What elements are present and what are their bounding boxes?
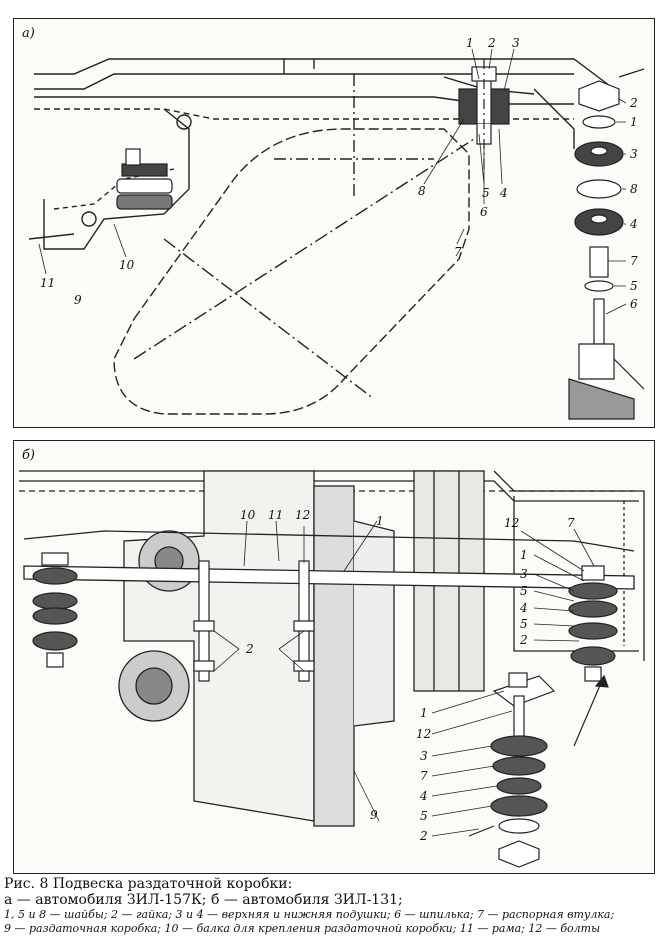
callout-a-6: 6 <box>480 205 488 219</box>
exploded-b-12: 12 <box>416 727 431 741</box>
callouts-b <box>213 520 595 837</box>
exploded-a-3: 3 <box>630 147 638 161</box>
caption-legend-line-1: 1, 5 и 8 — шайбы; 2 — гайка; 3 и 4 — вер… <box>4 908 615 921</box>
figure-caption: Рис. 8 Подвеска раздаточной коробки: а —… <box>4 876 662 936</box>
callout-a-11: 11 <box>40 276 55 290</box>
callout-b-7: 7 <box>567 516 575 530</box>
callout-a-9: 9 <box>74 293 82 307</box>
castle-nut <box>578 80 620 112</box>
panel-a-drawing: а) <box>22 26 645 420</box>
callout-b-left-2: 2 <box>245 642 254 656</box>
caption-title: Рис. 8 Подвеска раздаточной коробки: <box>4 876 293 892</box>
callout-a-7: 7 <box>454 245 462 259</box>
callout-b-12: 12 <box>295 508 310 522</box>
callout-b-right-2: 2 <box>519 633 528 647</box>
callout-labels-a: 1 2 3 8 5 4 6 7 9 10 11 2 1 3 8 4 7 5 6 <box>40 36 638 311</box>
callout-b-right-5a: 5 <box>520 584 528 598</box>
exploded-a-4: 4 <box>629 217 638 231</box>
right-mount-assembly <box>458 59 510 169</box>
callout-a-4: 4 <box>499 186 508 200</box>
panel-b-label: б) <box>22 448 35 463</box>
panel-a-label: а) <box>22 26 35 41</box>
exploded-b-3: 3 <box>420 749 428 763</box>
callout-b-right-1: 1 <box>520 548 528 562</box>
callout-a-5: 5 <box>482 186 490 200</box>
beam-bolts <box>193 560 315 682</box>
exploded-a-7: 7 <box>630 254 638 268</box>
callout-b-right-5b: 5 <box>520 617 528 631</box>
panel-b-drawing: б) <box>19 448 645 868</box>
exploded-b-5: 5 <box>420 809 428 823</box>
exploded-a-1: 1 <box>630 115 638 129</box>
callout-a-1: 1 <box>466 36 474 50</box>
washer-5 <box>584 280 614 292</box>
transfer-case <box>113 74 475 415</box>
lower-cushion-b <box>496 777 542 795</box>
left-bracket <box>28 108 192 250</box>
callout-b-12-right: 12 <box>504 516 519 530</box>
exploded-a-6: 6 <box>630 297 638 311</box>
exploded-b-2: 2 <box>419 829 428 843</box>
bolt-head <box>508 672 528 688</box>
callout-a-3: 3 <box>512 36 520 50</box>
exploded-b-1: 1 <box>420 706 428 720</box>
stud <box>593 298 605 345</box>
callout-b-11: 11 <box>268 508 283 522</box>
frame-rail <box>34 58 615 149</box>
caption-legend-line-2: 9 — раздаточная коробка; 10 — балка для … <box>4 922 601 935</box>
callout-b-right-3: 3 <box>520 567 528 581</box>
left-cushion-stack <box>32 552 78 668</box>
callout-a-10: 10 <box>119 258 135 272</box>
exploded-b-4: 4 <box>419 789 428 803</box>
callouts-a <box>38 48 627 315</box>
exploded-parts-a <box>568 68 645 420</box>
right-cushion-stack <box>568 565 618 682</box>
callout-labels-b: 10 11 12 1 12 7 1 3 5 4 5 2 2 1 12 3 7 4… <box>240 508 575 843</box>
callout-b-9: 9 <box>370 808 378 822</box>
panel-a-zil-157k: а) <box>13 18 655 428</box>
panel-b-zil-131: б) <box>13 440 655 874</box>
callout-b-right-4: 4 <box>519 601 528 615</box>
exploded-b-7: 7 <box>420 769 428 783</box>
callout-b-1: 1 <box>376 514 384 528</box>
mounting-beam <box>23 530 635 590</box>
exploded-a-5: 5 <box>630 279 638 293</box>
left-mount <box>116 148 173 210</box>
exploded-parts-b <box>468 672 609 868</box>
caption-subtitle: а — автомобиля ЗИЛ-157К; б — автомобиля … <box>4 892 403 908</box>
callout-b-10: 10 <box>240 508 256 522</box>
upper-cushion-b <box>490 735 548 757</box>
washer-8 <box>576 179 622 199</box>
callout-a-8: 8 <box>418 184 426 198</box>
washer-b <box>498 818 540 834</box>
spacer-sleeve <box>589 246 609 278</box>
exploded-a-8: 8 <box>630 182 638 196</box>
exploded-a-2: 2 <box>629 96 638 110</box>
washer-1 <box>582 115 616 129</box>
bolt-shank <box>513 695 525 742</box>
castle-nut-b <box>498 840 540 868</box>
callout-a-2: 2 <box>487 36 496 50</box>
